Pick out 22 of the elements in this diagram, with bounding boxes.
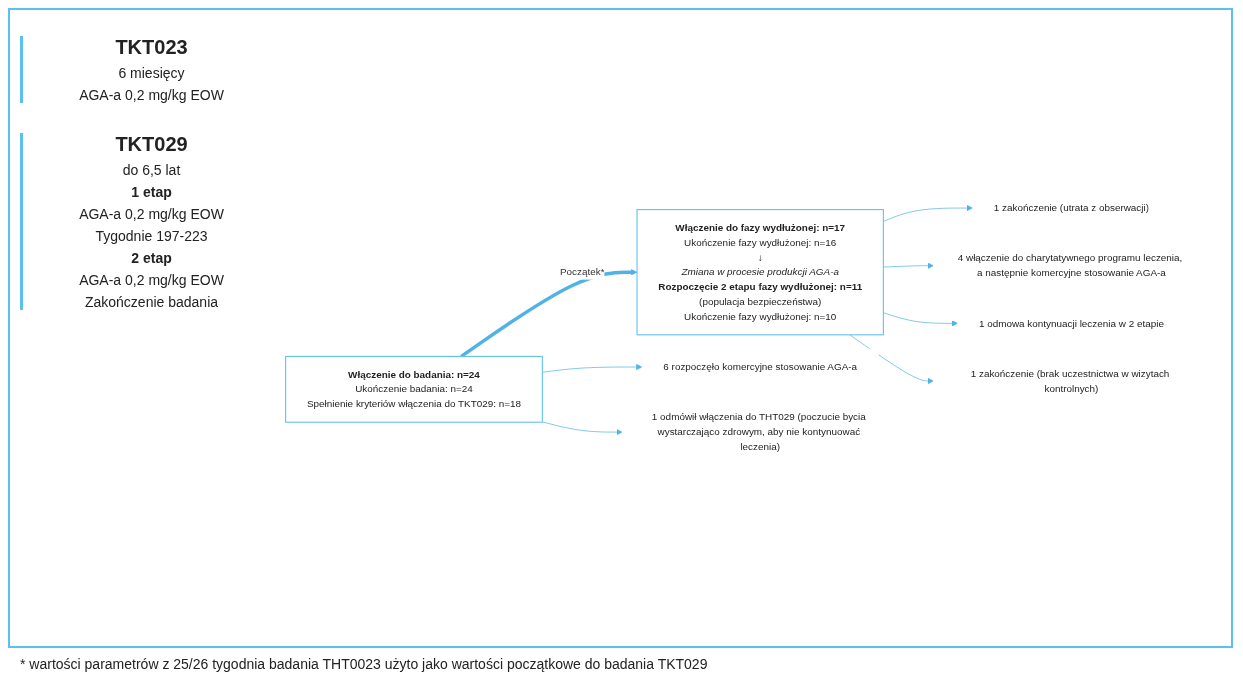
node-box: Włączenie do fazy wydłużonej: n=17 Ukończenie fazy wydłużonej: n=16 ↓ Zmiana w procesie produkcji AGA-a Rozpoczęcie 2 etapu fazy wydłużonej: n=11 (populacja bezpieczeństwa) Ukończenie fazy wydłużonej: n=10: [636, 209, 884, 336]
study-name: TKT023: [114, 36, 189, 59]
arrow: [460, 269, 638, 358]
node-text: 6 rozpoczęło komercyjne stosowanie AGA-a: [663, 361, 858, 373]
node-text: 1 zakończenie (utrata z obserwacji): [993, 202, 1150, 214]
node-box: Włączenie do badania: n=24 Ukończenie badania: n=24 Spełnienie kryteriów włączenia do TKT029: n=18: [285, 355, 543, 423]
stage-label: 2 etap: [130, 250, 173, 266]
duration-label: do 6,5 lat: [121, 162, 182, 178]
node-text: 1 odmowa kontynuacji leczenia w 2 etapie: [978, 317, 1164, 329]
stage-label: 1 etap: [130, 184, 173, 200]
dose-label: AGA-a 0,2 mg/kg EOW: [78, 87, 225, 103]
node-text: 4 włączenie do charytatywnego programu leczenia, a następnie komercyjne stosowanie AGA-a: [957, 252, 1183, 279]
duration-label: 6 miesięcy: [117, 65, 186, 81]
study-name: TKT029: [114, 133, 189, 156]
edge-label: Początek*: [560, 266, 605, 278]
end-label: Zakończenie badania: [83, 294, 220, 310]
node-text: 1 zakończenie (brak uczestnictwa w wizytach kontrolnych): [970, 367, 1170, 394]
dose-label: AGA-a 0,2 mg/kg EOW: [78, 272, 225, 288]
dose-label: AGA-a 0,2 mg/kg EOW: [78, 206, 225, 222]
footnote: * wartości parametrów z 25/26 tygodnia badania THT0023 użyto jako wartości początkowe do badania TKT029: [20, 656, 708, 672]
week-range-label: Tygodnie 197-223: [94, 228, 209, 244]
node-text: 1 odmówił włączenia do THT029 (poczucie bycia wystarczająco zdrowym, aby nie kontynuować leczenia): [651, 411, 866, 453]
